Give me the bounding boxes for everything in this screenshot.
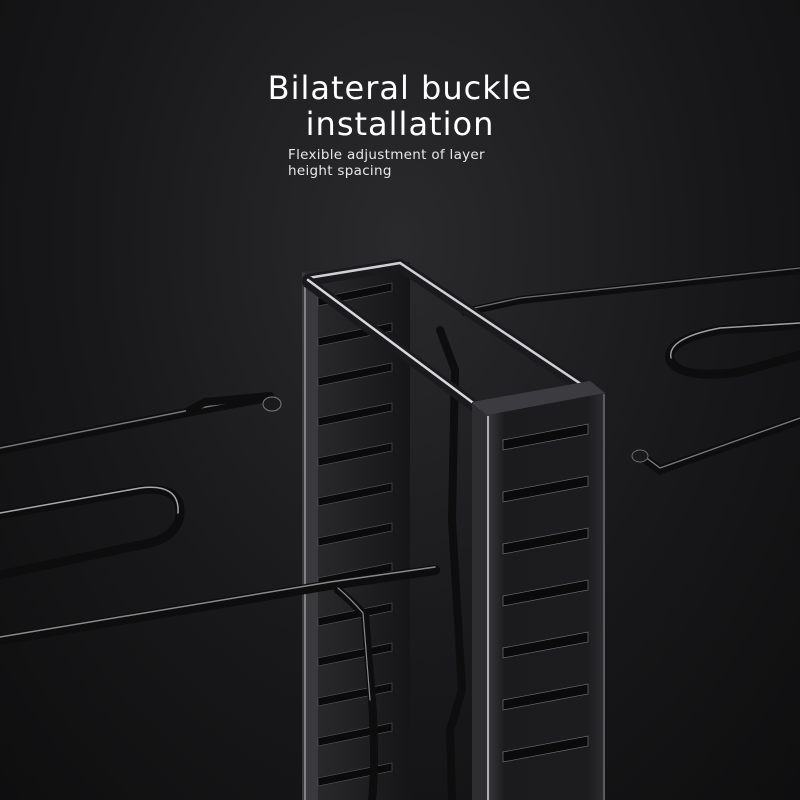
subtitle: Flexible adjustment of layer height spac… <box>288 147 528 179</box>
headline: Bilateral buckle installation <box>0 70 800 142</box>
left-wire-shelf <box>0 392 440 645</box>
right-wire-shelf <box>461 266 800 476</box>
headline-line-2: installation <box>305 105 495 143</box>
headline-line-1: Bilateral buckle <box>267 69 533 107</box>
top-rail <box>302 258 596 416</box>
subtitle-line-2: height spacing <box>288 163 392 179</box>
buckle-hooks <box>334 326 467 800</box>
front-post <box>472 381 605 800</box>
subtitle-line-1: Flexible adjustment of layer <box>288 147 485 163</box>
